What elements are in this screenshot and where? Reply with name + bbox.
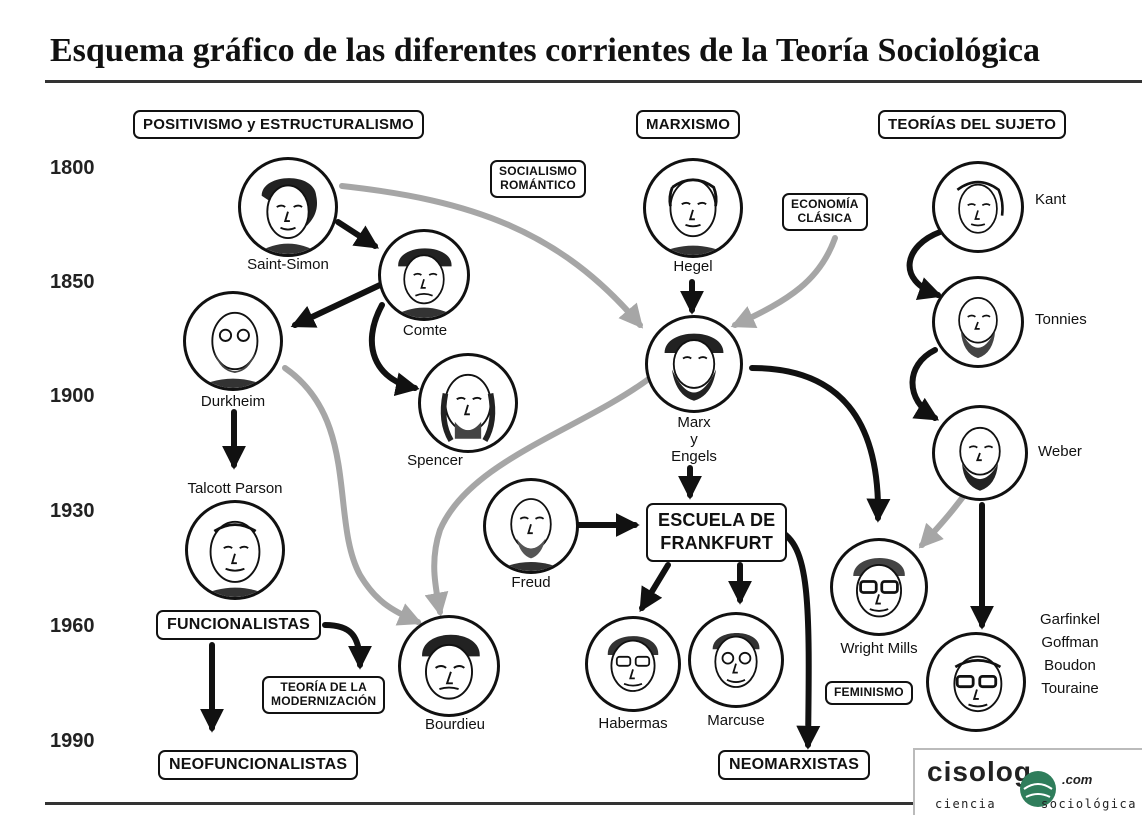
- label-wright-mills: Wright Mills: [840, 640, 918, 657]
- logo-globe-icon: [1020, 771, 1056, 807]
- box-teoria-modernizacion: TEORÍA DE LA MODERNIZACIÓN: [262, 676, 386, 714]
- arrow-tonnies-to-weber: [909, 347, 940, 421]
- arrow-marx-to-bourdieu: [424, 375, 653, 617]
- logo-domain: .com: [1062, 772, 1093, 787]
- tonnies-portrait-icon: [932, 276, 1024, 368]
- year-1850: 1850: [50, 271, 95, 293]
- logo-word: cisolog: [927, 756, 1033, 787]
- label-marcuse: Marcuse: [707, 712, 765, 729]
- escuela-line1: ESCUELA DE: [658, 510, 776, 530]
- garfinkel-group-portrait-icon: [926, 632, 1026, 732]
- logo-subtitle-sociologica: sociológica: [1041, 797, 1137, 811]
- box-neofuncionalistas: NEOFUNCIONALISTAS: [158, 750, 359, 781]
- year-1800: 1800: [50, 157, 95, 179]
- habermas-portrait-icon: [585, 616, 681, 712]
- top-rule: [45, 80, 1142, 83]
- arrow-durkheim-to-bourdieu: [282, 365, 423, 626]
- year-1900: 1900: [50, 385, 95, 407]
- wright-mills-portrait-icon: [830, 538, 928, 636]
- box-escuela-frankfurt: ESCUELA DE FRANKFURT: [646, 503, 788, 562]
- escuela-line2: FRANKFURT: [660, 533, 774, 554]
- economia-line2: CLÁSICA: [797, 210, 853, 225]
- label-garfinkel: Garfinkel: [1039, 611, 1101, 628]
- modernizacion-line1: TEORÍA DE LA: [280, 680, 367, 694]
- arrow-weber-to-wrightmills: [918, 487, 971, 549]
- bourdieu-portrait-icon: [398, 615, 500, 717]
- arrow-economia-to-marx: [730, 235, 838, 328]
- socialismo-line1: SOCIALISMO: [499, 164, 578, 178]
- label-talcott-parson: Talcott Parson: [187, 480, 283, 497]
- header-marxismo: MARXISMO: [636, 110, 741, 140]
- kant-portrait-icon: [932, 161, 1024, 253]
- box-economia-clasica: ECONOMÍA CLÁSICA: [782, 193, 868, 231]
- box-feminismo: FEMINISMO: [825, 681, 913, 705]
- spencer-portrait-icon: [418, 353, 518, 453]
- cisolog-logo: cisolog .com ciencia sociológica: [913, 748, 1142, 815]
- year-1960: 1960: [50, 615, 95, 637]
- modernizacion-line2: MODERNIZACIÓN: [271, 693, 377, 708]
- label-goffman: Goffman: [1041, 634, 1099, 651]
- arrow-saintsimon-to-comte: [335, 219, 380, 249]
- page-title: Esquema gráfico de las diferentes corrie…: [50, 32, 1040, 69]
- talcott-parson-portrait-icon: [185, 500, 285, 600]
- bottom-rule: [45, 802, 1142, 805]
- arrow-escuela-to-neomarxistas: [775, 527, 821, 750]
- comte-portrait-icon: [378, 229, 470, 321]
- box-socialismo-romantico: SOCIALISMO ROMÁNTICO: [490, 160, 587, 198]
- marx-portrait-icon: [645, 315, 743, 413]
- label-y: y: [690, 431, 698, 448]
- header-teorias-sujeto: TEORÍAS DEL SUJETO: [878, 110, 1067, 140]
- label-boudon: Boudon: [1044, 657, 1096, 674]
- label-spencer: Spencer: [407, 452, 463, 469]
- economia-line1: ECONOMÍA: [791, 197, 859, 211]
- socialismo-line2: ROMÁNTICO: [500, 177, 576, 192]
- label-saint-simon: Saint-Simon: [247, 256, 329, 273]
- label-garfinkel-group: Garfinkel Goffman Boudon Touraine: [1028, 608, 1112, 700]
- label-engels: Engels: [671, 448, 717, 465]
- freud-portrait-icon: [483, 478, 579, 574]
- hegel-portrait-icon: [643, 158, 743, 258]
- label-kant: Kant: [1035, 191, 1066, 208]
- label-comte: Comte: [402, 322, 448, 339]
- box-funcionalistas: FUNCIONALISTAS: [156, 610, 321, 641]
- durkheim-portrait-icon: [183, 291, 283, 391]
- label-tonnies: Tonnies: [1035, 311, 1087, 328]
- label-durkheim: Durkheim: [200, 393, 266, 410]
- label-weber: Weber: [1038, 443, 1082, 460]
- label-freud: Freud: [511, 574, 551, 591]
- label-bourdieu: Bourdieu: [424, 716, 486, 733]
- label-marx: Marx: [677, 414, 711, 431]
- year-1930: 1930: [50, 500, 95, 522]
- saint-simon-portrait-icon: [238, 157, 338, 257]
- arrow-saintsimon-to-marx: [339, 183, 644, 329]
- arrow-comte-to-spencer: [368, 302, 420, 396]
- label-marx-engels: Marx y Engels: [645, 414, 743, 465]
- label-habermas: Habermas: [598, 715, 668, 732]
- arrow-marx-to-wrightmills: [749, 365, 891, 523]
- logo-subtitle-ciencia: ciencia: [935, 797, 997, 811]
- arrow-kant-to-tonnies: [906, 229, 943, 300]
- weber-portrait-icon: [932, 405, 1028, 501]
- box-neomarxistas: NEOMARXISTAS: [718, 750, 871, 781]
- arrow-comte-to-durkheim: [290, 282, 383, 328]
- arrow-escuela-to-habermas: [639, 562, 671, 613]
- year-1990: 1990: [50, 730, 95, 752]
- marcuse-portrait-icon: [688, 612, 784, 708]
- label-hegel: Hegel: [673, 258, 713, 275]
- label-touraine: Touraine: [1041, 680, 1099, 697]
- header-positivismo: POSITIVISMO y ESTRUCTURALISMO: [133, 110, 424, 140]
- arrow-funcionalistas-to-modernizacion: [322, 622, 372, 670]
